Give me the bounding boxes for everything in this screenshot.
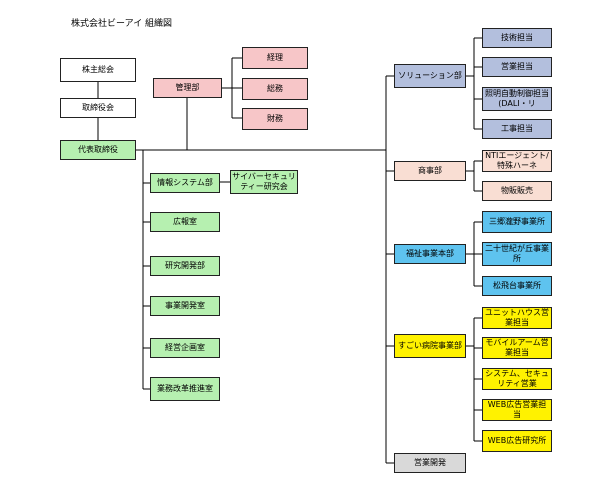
- node-info-systems[interactable]: 情報システム部: [150, 173, 220, 193]
- node-pr[interactable]: 広報室: [150, 212, 220, 232]
- node-mobile-arm[interactable]: モバイルアーム営業担当: [482, 337, 552, 359]
- node-admin[interactable]: 管理部: [153, 78, 222, 98]
- node-tech[interactable]: 技術担当: [482, 28, 552, 48]
- node-sales-goods[interactable]: 物販販売: [482, 181, 552, 201]
- node-general-affairs[interactable]: 総務: [242, 78, 308, 100]
- node-welfare[interactable]: 福祉事業本部: [394, 244, 466, 264]
- chart-title: 株式会社ビーアイ 組織図: [71, 19, 173, 29]
- node-system-sec[interactable]: システム、セキュリティ営業: [482, 368, 552, 390]
- node-shareholders[interactable]: 株主総会: [60, 58, 136, 82]
- node-matsuhidai[interactable]: 松飛台事業所: [482, 276, 552, 296]
- node-lighting[interactable]: 照明自動制御担当(DALI・リ: [482, 87, 552, 111]
- node-web-research[interactable]: WEB広告研究所: [482, 430, 552, 452]
- node-sales-rep[interactable]: 営業担当: [482, 57, 552, 77]
- node-construction[interactable]: 工事担当: [482, 119, 552, 139]
- node-planning[interactable]: 経営企画室: [150, 338, 220, 358]
- node-rnd[interactable]: 研究開発部: [150, 256, 220, 276]
- node-commerce[interactable]: 商事部: [394, 161, 466, 181]
- node-nti[interactable]: NTIエージェント/特殊ハーネ: [482, 150, 552, 172]
- node-web-sales[interactable]: WEB広告営業担当: [482, 399, 552, 421]
- node-reform[interactable]: 業務改革推進室: [150, 377, 220, 401]
- node-cyber-security[interactable]: サイバーセキュリティー研究会: [230, 170, 298, 194]
- node-finance[interactable]: 財務: [242, 108, 308, 130]
- node-unit-house[interactable]: ユニットハウス営業担当: [482, 307, 552, 329]
- node-board[interactable]: 取締役会: [60, 98, 136, 118]
- node-nijisseiki[interactable]: 二十世紀が丘事業所: [482, 242, 552, 266]
- node-solutions[interactable]: ソリューション部: [394, 64, 466, 88]
- node-ceo[interactable]: 代表取締役: [60, 140, 136, 160]
- node-misato[interactable]: 三郷瀧野事業所: [482, 211, 552, 233]
- node-hospital[interactable]: すごい病院事業部: [394, 334, 466, 358]
- node-biz-dev[interactable]: 事業開発室: [150, 296, 220, 316]
- node-sales-dev[interactable]: 営業開発: [394, 453, 466, 473]
- node-accounting[interactable]: 経理: [242, 47, 308, 69]
